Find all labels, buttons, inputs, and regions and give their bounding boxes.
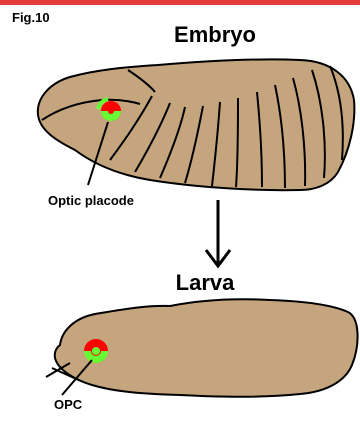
opc-label: OPC [54, 397, 82, 412]
optic-placode-label: Optic placode [48, 193, 134, 208]
opc-marker [84, 339, 108, 363]
embryo-illustration [38, 59, 355, 190]
embryo-body [38, 59, 355, 190]
down-arrow [206, 200, 230, 266]
larva-illustration [46, 299, 358, 397]
